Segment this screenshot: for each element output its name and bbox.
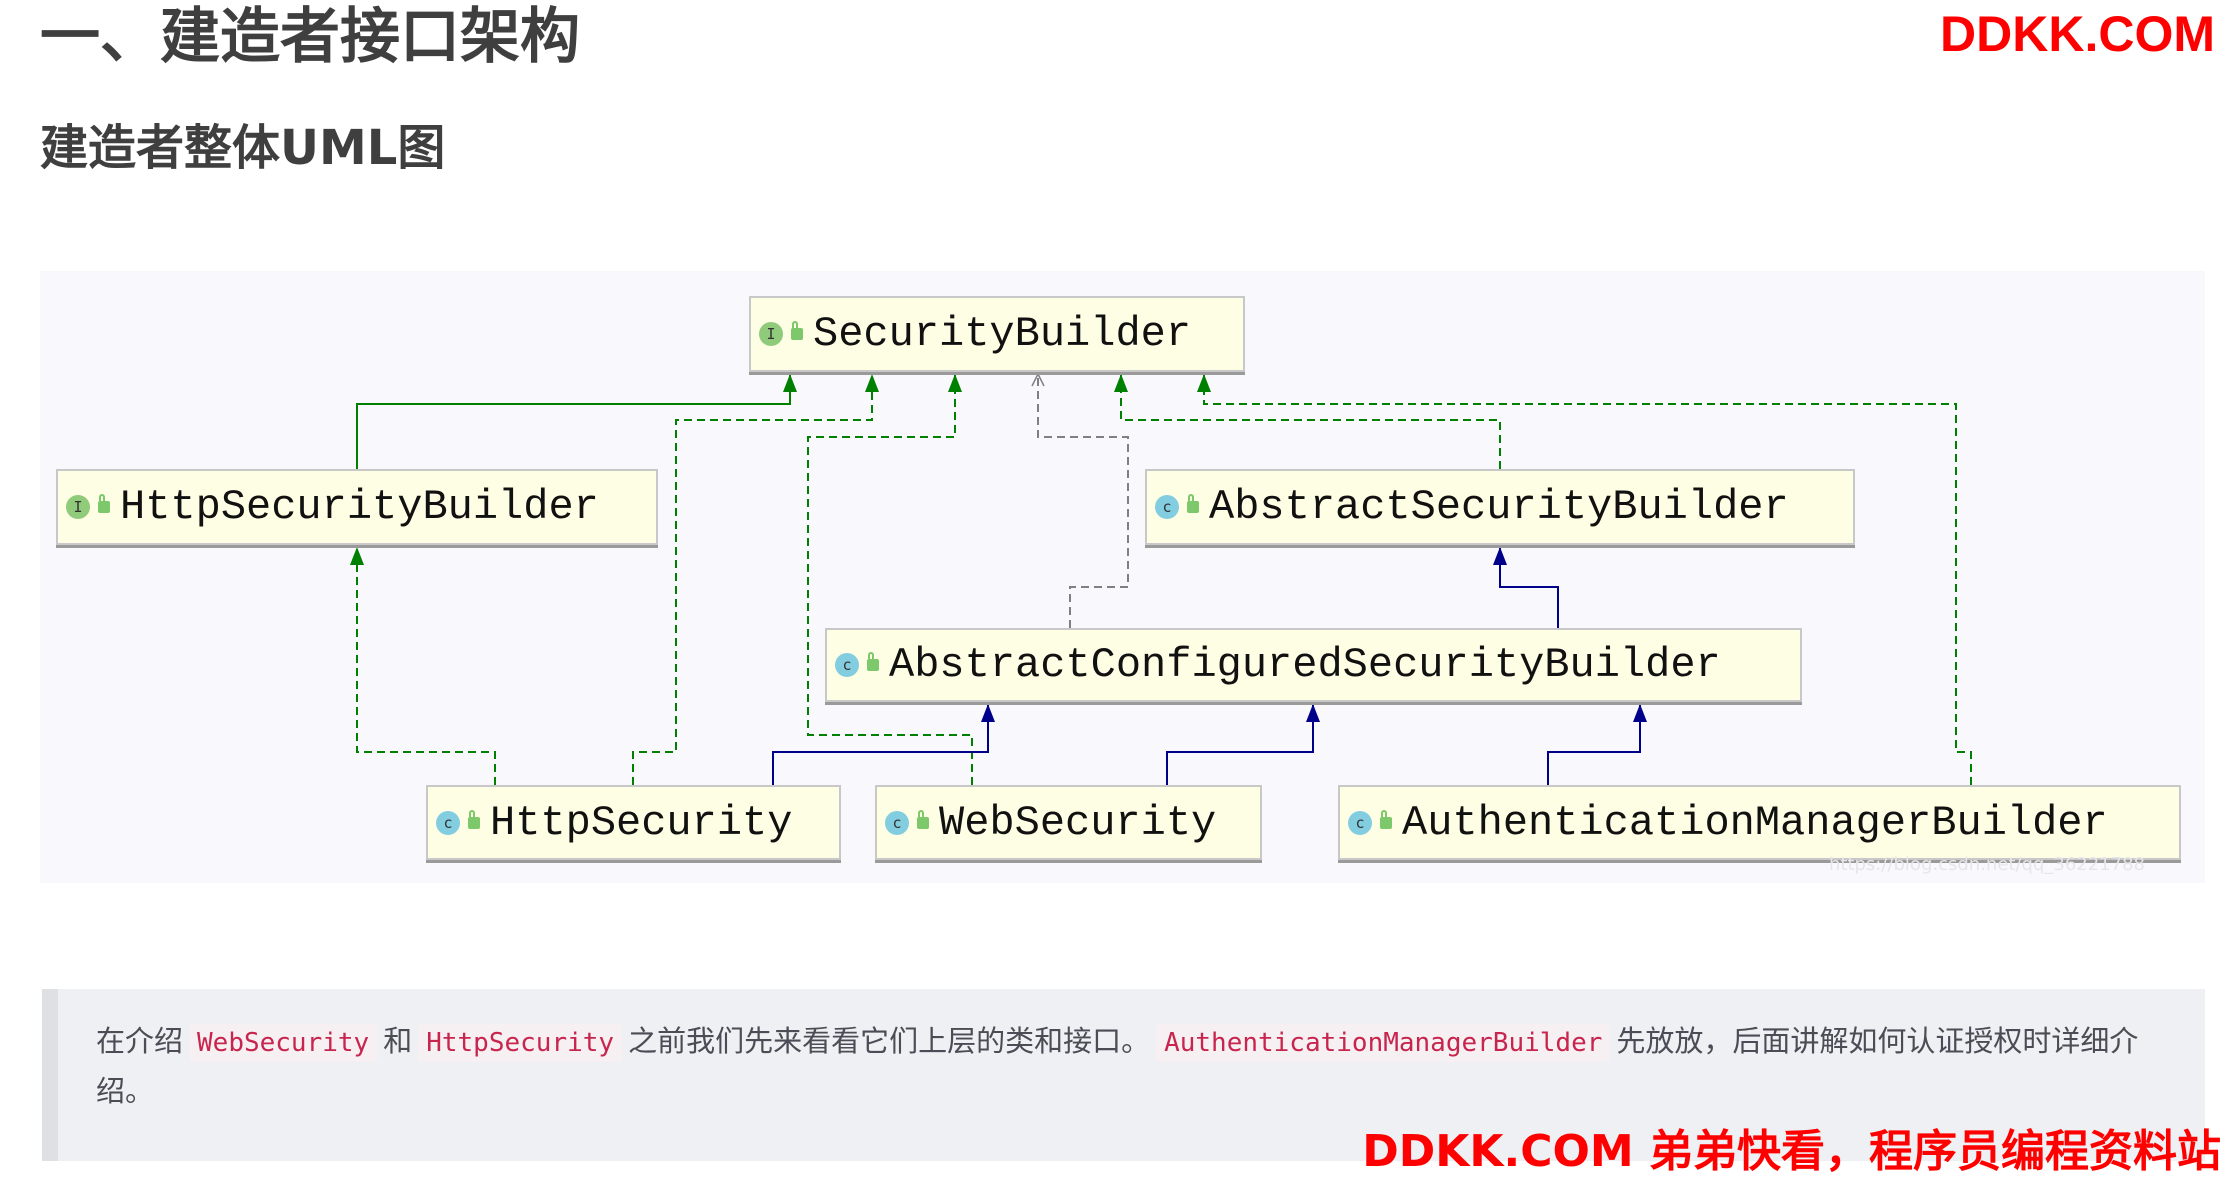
node-name: WebSecurity	[939, 798, 1217, 847]
note-text: 先放放，后面讲解如何认证授权时详细介绍。	[96, 1024, 2139, 1108]
public-lock-icon	[468, 809, 480, 829]
uml-diagram: I SecurityBuilder I HttpSecurityBuilder …	[40, 271, 2205, 883]
source-watermark: https://blog.csdn.net/qq_36221788	[1828, 854, 2145, 875]
node-name: SecurityBuilder	[813, 310, 1192, 358]
uml-node-security-builder[interactable]: I SecurityBuilder	[749, 296, 1245, 372]
final-class-icon: c	[436, 810, 460, 835]
edge-amb-securitybuilder	[1197, 374, 1972, 785]
public-lock-icon	[791, 321, 803, 340]
uml-node-abstract-configured-security-builder[interactable]: c AbstractConfiguredSecurityBuilder	[825, 628, 1802, 702]
public-lock-icon	[1187, 494, 1199, 513]
public-lock-icon	[1380, 809, 1392, 829]
uml-node-authentication-manager-builder[interactable]: c AuthenticationManagerBuilder	[1338, 785, 2181, 860]
note-text: 在介绍	[96, 1024, 184, 1058]
uml-node-web-security[interactable]: c WebSecurity	[875, 785, 1262, 860]
uml-node-http-security-builder[interactable]: I HttpSecurityBuilder	[56, 469, 658, 545]
watermark-top: DDKK.COM	[1940, 6, 2215, 62]
interface-icon: I	[759, 322, 783, 346]
section-heading: 一、建造者接口架构	[40, 2, 580, 72]
public-lock-icon	[917, 809, 929, 829]
class-icon: c	[1348, 810, 1372, 835]
uml-node-abstract-security-builder[interactable]: c AbstractSecurityBuilder	[1145, 469, 1855, 545]
edge-acsb-securitybuilder	[1038, 374, 1129, 628]
edge-httpsecuritybuilder-securitybuilder	[356, 374, 797, 469]
public-lock-icon	[867, 652, 879, 671]
note-text: 之前我们先来看看它们上层的类和接口。	[628, 1024, 1151, 1058]
abstract-class-icon: c	[835, 653, 859, 677]
edge-websecurity-acsb	[1166, 704, 1320, 785]
interface-icon: I	[66, 495, 90, 519]
edge-asb-securitybuilder	[1114, 374, 1501, 469]
node-name: HttpSecurity	[490, 798, 793, 847]
note-text: 和	[383, 1024, 413, 1058]
edge-httpsecurity-securitybuilder	[632, 374, 879, 785]
edge-acsb-asb	[1493, 547, 1559, 628]
inline-code: WebSecurity	[189, 1024, 378, 1062]
node-name: AbstractConfiguredSecurityBuilder	[889, 641, 1721, 689]
edge-httpsecurity-acsb	[772, 704, 995, 785]
node-name: HttpSecurityBuilder	[120, 483, 599, 531]
uml-connectors	[350, 374, 1972, 785]
edge-httpsecurity-httpsecuritybuilder	[350, 547, 496, 785]
abstract-class-icon: c	[1155, 495, 1179, 519]
uml-node-http-security[interactable]: c HttpSecurity	[426, 785, 841, 860]
edge-amb-acsb	[1547, 704, 1647, 785]
node-name: AuthenticationManagerBuilder	[1402, 798, 2108, 847]
watermark-bottom: DDKK.COM 弟弟快看，程序员编程资料站	[1362, 1126, 2221, 1177]
inline-code: HttpSecurity	[418, 1024, 623, 1062]
subsection-heading: 建造者整体UML图	[40, 120, 446, 176]
final-class-icon: c	[885, 810, 909, 835]
node-name: AbstractSecurityBuilder	[1209, 483, 1789, 531]
inline-code: AuthenticationManagerBuilder	[1156, 1024, 1611, 1062]
public-lock-icon	[98, 494, 110, 513]
edge-websecurity-securitybuilder	[807, 374, 973, 785]
